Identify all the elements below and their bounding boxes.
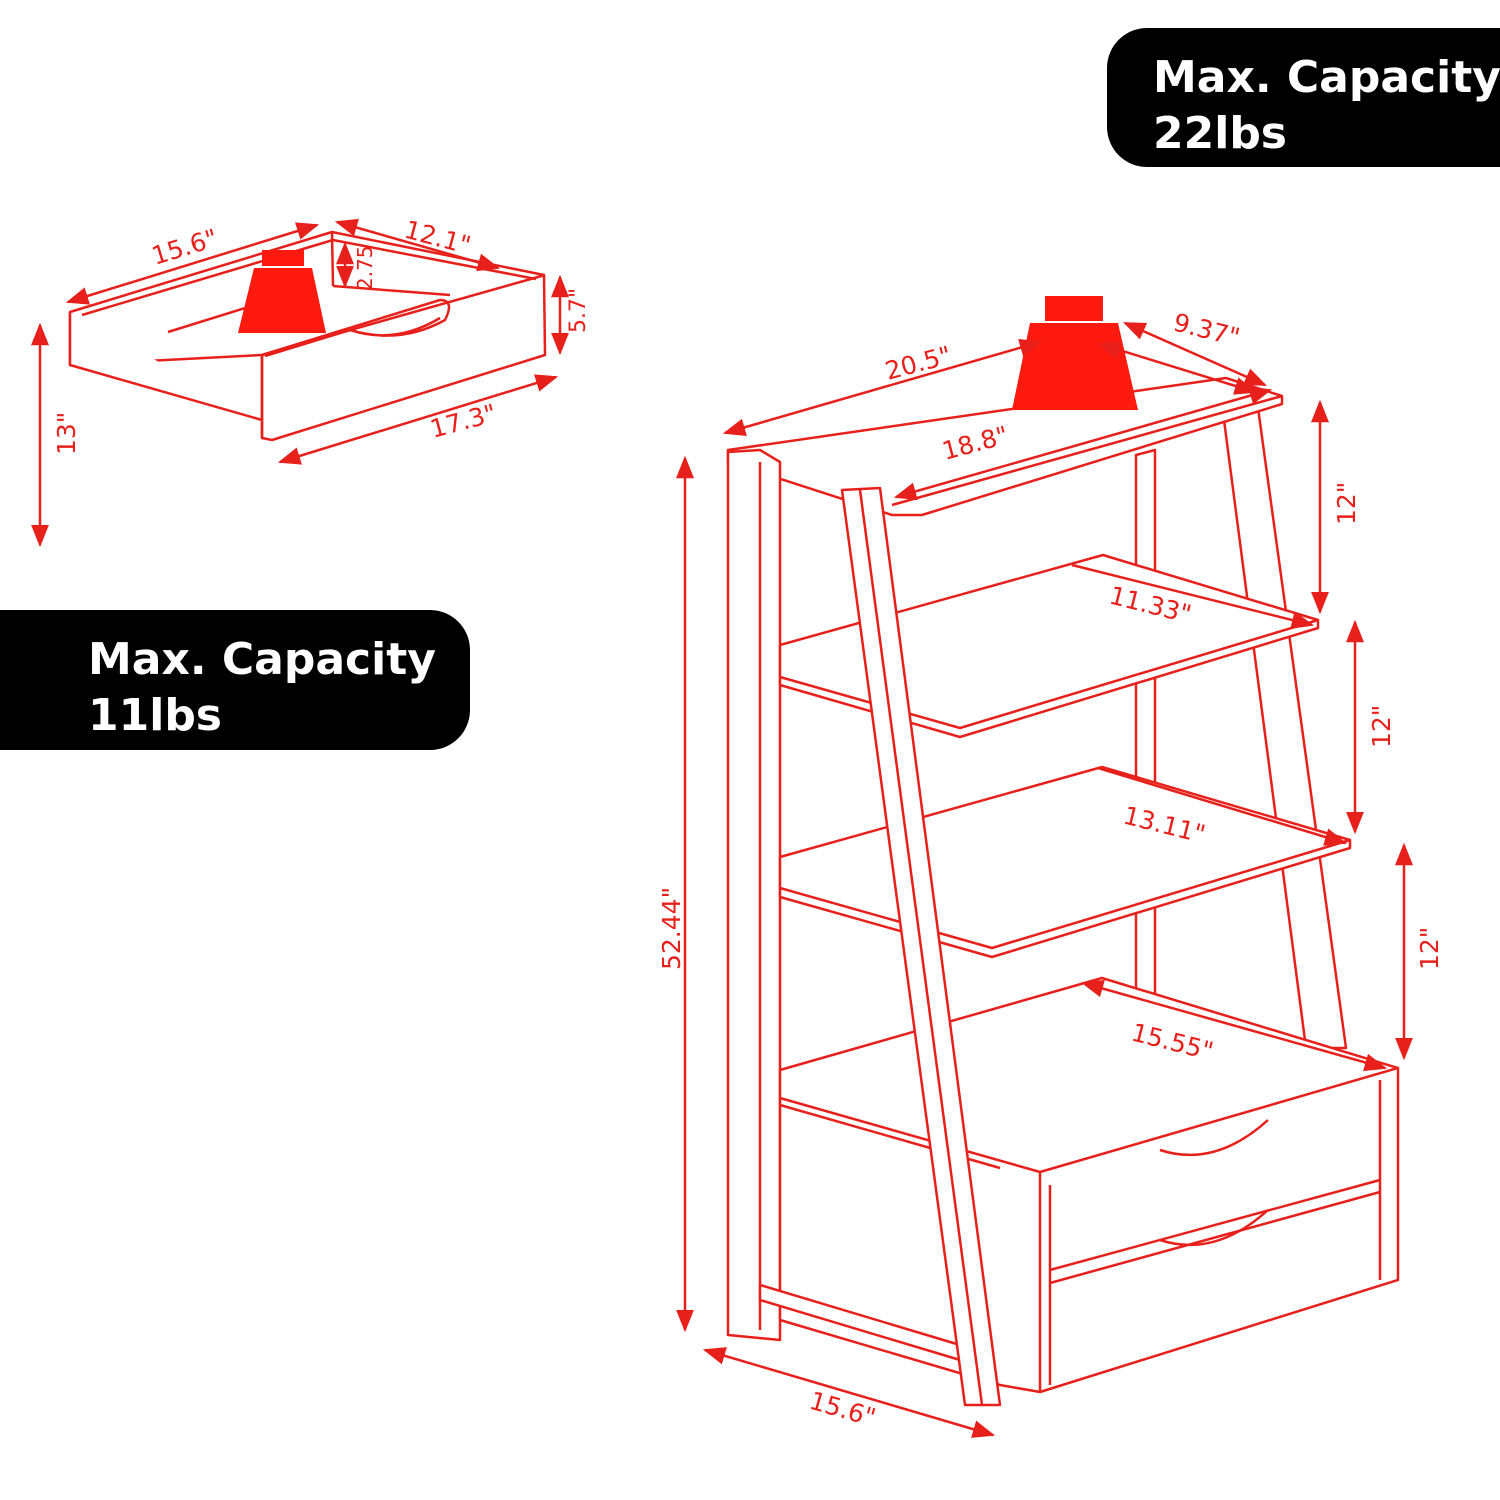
shelf-top-depth-label: 9.37"	[1171, 308, 1243, 352]
shelf-height-label: 52.44"	[657, 887, 686, 970]
shelf-capacity-title: Max. Capacity	[1153, 52, 1500, 103]
drawer-dimension-lines	[31, 218, 569, 548]
bookshelf-drawing	[726, 376, 1400, 1407]
weight-icon	[1012, 296, 1138, 410]
drawer-front-width-label: 15.6"	[148, 223, 221, 270]
weight-icon	[238, 250, 326, 333]
drawer-total-height-label: 13"	[52, 412, 81, 455]
shelf-dimension-lines	[676, 321, 1413, 1438]
drawer-capacity-value: 11lbs	[88, 690, 222, 741]
shelf-gap-1-label: 12"	[1332, 482, 1361, 525]
shelf-capacity-value: 22lbs	[1153, 108, 1287, 159]
shelf-base-width-label: 15.6"	[806, 1386, 879, 1432]
drawer-inner-height-label: 2.75	[353, 245, 377, 290]
drawer-capacity-badge: Max. Capacity 11lbs	[0, 610, 470, 750]
shelf-top-width-label: 20.5"	[882, 340, 954, 385]
drawer-front-height-label: 5.7"	[566, 288, 591, 333]
drawer-bottom-width-label: 17.3"	[427, 398, 499, 443]
shelf-gap-2-label: 12"	[1367, 705, 1396, 748]
shelf-gap-3-label: 12"	[1415, 927, 1444, 970]
shelf-capacity-badge: Max. Capacity 22lbs	[1107, 28, 1500, 167]
drawer-capacity-title: Max. Capacity	[88, 634, 436, 685]
